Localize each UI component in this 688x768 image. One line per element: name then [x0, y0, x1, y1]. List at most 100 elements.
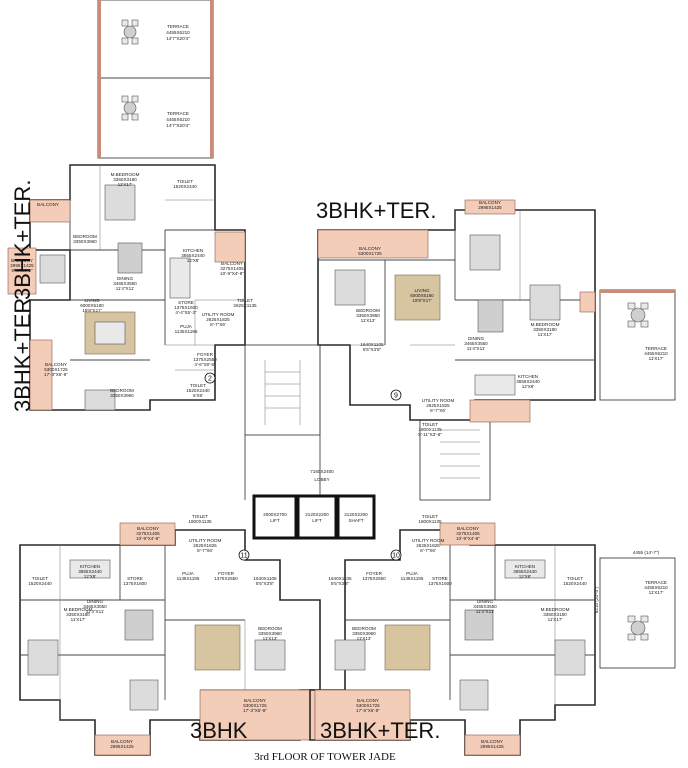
unit-type-heading: 3BHK+TER. — [10, 292, 35, 412]
shaft — [336, 494, 376, 540]
room-label: TERRACE — [167, 24, 189, 29]
room-dims: 1520X2440 — [186, 388, 210, 393]
room-label: BEDROOM — [356, 308, 380, 313]
room-imperial: 12'X8' — [522, 384, 535, 389]
room-dims: 1520X2440 — [173, 184, 197, 189]
dining-table — [117, 242, 143, 274]
room-imperial: 11'X13' — [263, 636, 278, 641]
room-dims: 1800X1135 — [188, 519, 212, 524]
room-imperial: 19'8"X17' — [82, 308, 101, 313]
room-label: LIVING — [414, 288, 429, 293]
room-dims: 2995X1425 — [110, 744, 134, 749]
room-imperial: 8'-7"X6' — [197, 548, 213, 553]
room-label: PUJA — [180, 324, 193, 329]
room-label: KITCHEN — [515, 564, 535, 569]
lift-dims: 2000X2700 — [263, 512, 287, 517]
room-dims: 3350X3180 — [543, 612, 567, 617]
room-label: M.BEDROOM — [531, 322, 560, 327]
lift-1 — [252, 494, 298, 540]
room-label: BALCONY — [11, 258, 33, 263]
lift-label: LIFT — [270, 518, 280, 523]
room-label: UTILITY ROOM — [412, 538, 445, 543]
apartment-bottom-left: BALCONY 3275X1405 10'-9"X4'-8" UTILITY R… — [19, 514, 321, 756]
room-imperial: 17'-3"X5'-8" — [243, 708, 267, 713]
room-label: BALCONY — [37, 202, 59, 207]
lobby-label: LOBBY — [314, 477, 329, 482]
room-dims: 1375X2550 — [193, 357, 217, 362]
room-dims: 1375X1600 — [428, 581, 452, 586]
unit-number: 2 — [208, 376, 212, 383]
room-label: STORE — [432, 576, 448, 581]
room-dims: 3465X3550 — [473, 604, 497, 609]
room-dims: 3655X2440 — [513, 569, 537, 574]
room-imperial: 10'-9"X4'-8" — [220, 271, 244, 276]
room-dims: 1640X1105 — [328, 576, 352, 581]
room-label: DINING — [468, 336, 485, 341]
balcony-area — [439, 522, 496, 546]
room-imperial: 17'-3"X5'-8" — [44, 372, 68, 377]
room-dims: 3350X3960 — [352, 631, 376, 636]
room-dims: 5300X1725 — [356, 703, 380, 708]
room-label: FOYER — [366, 571, 383, 576]
living-rug — [394, 274, 441, 321]
room-imperial: 11'X17' — [118, 182, 133, 187]
room-dims: 4455X6210 — [644, 585, 668, 590]
unit-type-heading: 3BHK — [190, 718, 248, 743]
room-label: M.BEDROOM — [111, 172, 140, 177]
room-dims: 1800X1135 — [418, 519, 442, 524]
kitchen-counter — [69, 559, 111, 579]
room-label: M.BEDROOM — [541, 607, 570, 612]
room-label: BALCONY — [111, 739, 133, 744]
room-label: FOYER — [218, 571, 235, 576]
room-label: BALCONY — [479, 200, 501, 205]
kitchen-counter — [504, 559, 546, 579]
apartment-top-left: M.BEDROOM 3350X3180 11'X17' TOILET 1520X… — [7, 164, 257, 411]
room-dims: 3350X3960 — [356, 313, 380, 318]
apartment-top-right: BALCONY 5300X1725 LIVING 6000X5180 19'8"… — [317, 199, 596, 437]
living-rug — [84, 311, 136, 355]
balcony-area — [7, 247, 37, 295]
dining-table — [124, 609, 154, 641]
room-label: TOILET — [192, 514, 208, 519]
room-dims: 1800X1135 — [418, 427, 442, 432]
room-dims: 3350X3960 — [110, 393, 134, 398]
room-label: TOILET — [422, 422, 438, 427]
room-label: BALCONY — [481, 739, 503, 744]
room-imperial: 11'X13' — [361, 318, 376, 323]
room-label: BALCONY — [244, 698, 266, 703]
room-label: UTILITY ROOM — [202, 312, 235, 317]
room-imperial: 11'X17' — [649, 590, 664, 595]
room-dims: 2625X1825 — [193, 543, 217, 548]
room-dims: 3350X3180 — [533, 327, 557, 332]
room-dims: 3350X3960 — [73, 239, 97, 244]
room-label: DINING — [117, 276, 134, 281]
room-label: KITCHEN — [80, 564, 100, 569]
room-imperial: 12'X8' — [187, 258, 200, 263]
bed — [104, 184, 136, 221]
room-imperial: 11'4"X11' — [476, 609, 495, 614]
bed — [334, 639, 366, 671]
shaft-dims: 2120X2200 — [344, 512, 368, 517]
balcony-area — [214, 231, 246, 263]
lift-label: LIFT — [312, 518, 322, 523]
room-dims: 1375X2550 — [214, 576, 238, 581]
unit-type-heading: 3BHK+TER. — [10, 180, 35, 300]
unit-number-marker — [390, 549, 402, 561]
room-dims: 1375X1600 — [123, 581, 147, 586]
balcony-area — [314, 689, 411, 741]
room-imperial: 8'-7"X6' — [210, 322, 226, 327]
lobby-dims: 7160X2400 — [310, 469, 334, 474]
room-imperial: 11'X17' — [548, 617, 563, 622]
top-left-terraces: TERRACE 4455X6210 14'7"X20'4" TERRACE 44… — [97, 0, 214, 159]
room-dims: 3465X3550 — [464, 341, 488, 346]
bed — [554, 639, 586, 676]
room-dims: 1375X2550 — [362, 576, 386, 581]
bed — [469, 234, 501, 271]
unit-type-heading: 3BHK+TER. — [320, 718, 440, 743]
room-dims: 3655X2440 — [181, 253, 205, 258]
bed — [334, 269, 366, 306]
room-dims: 2625X1825 — [206, 317, 230, 322]
bed — [254, 639, 286, 671]
room-label: BEDROOM — [73, 234, 97, 239]
room-dims: 5300X1725 — [44, 367, 68, 372]
